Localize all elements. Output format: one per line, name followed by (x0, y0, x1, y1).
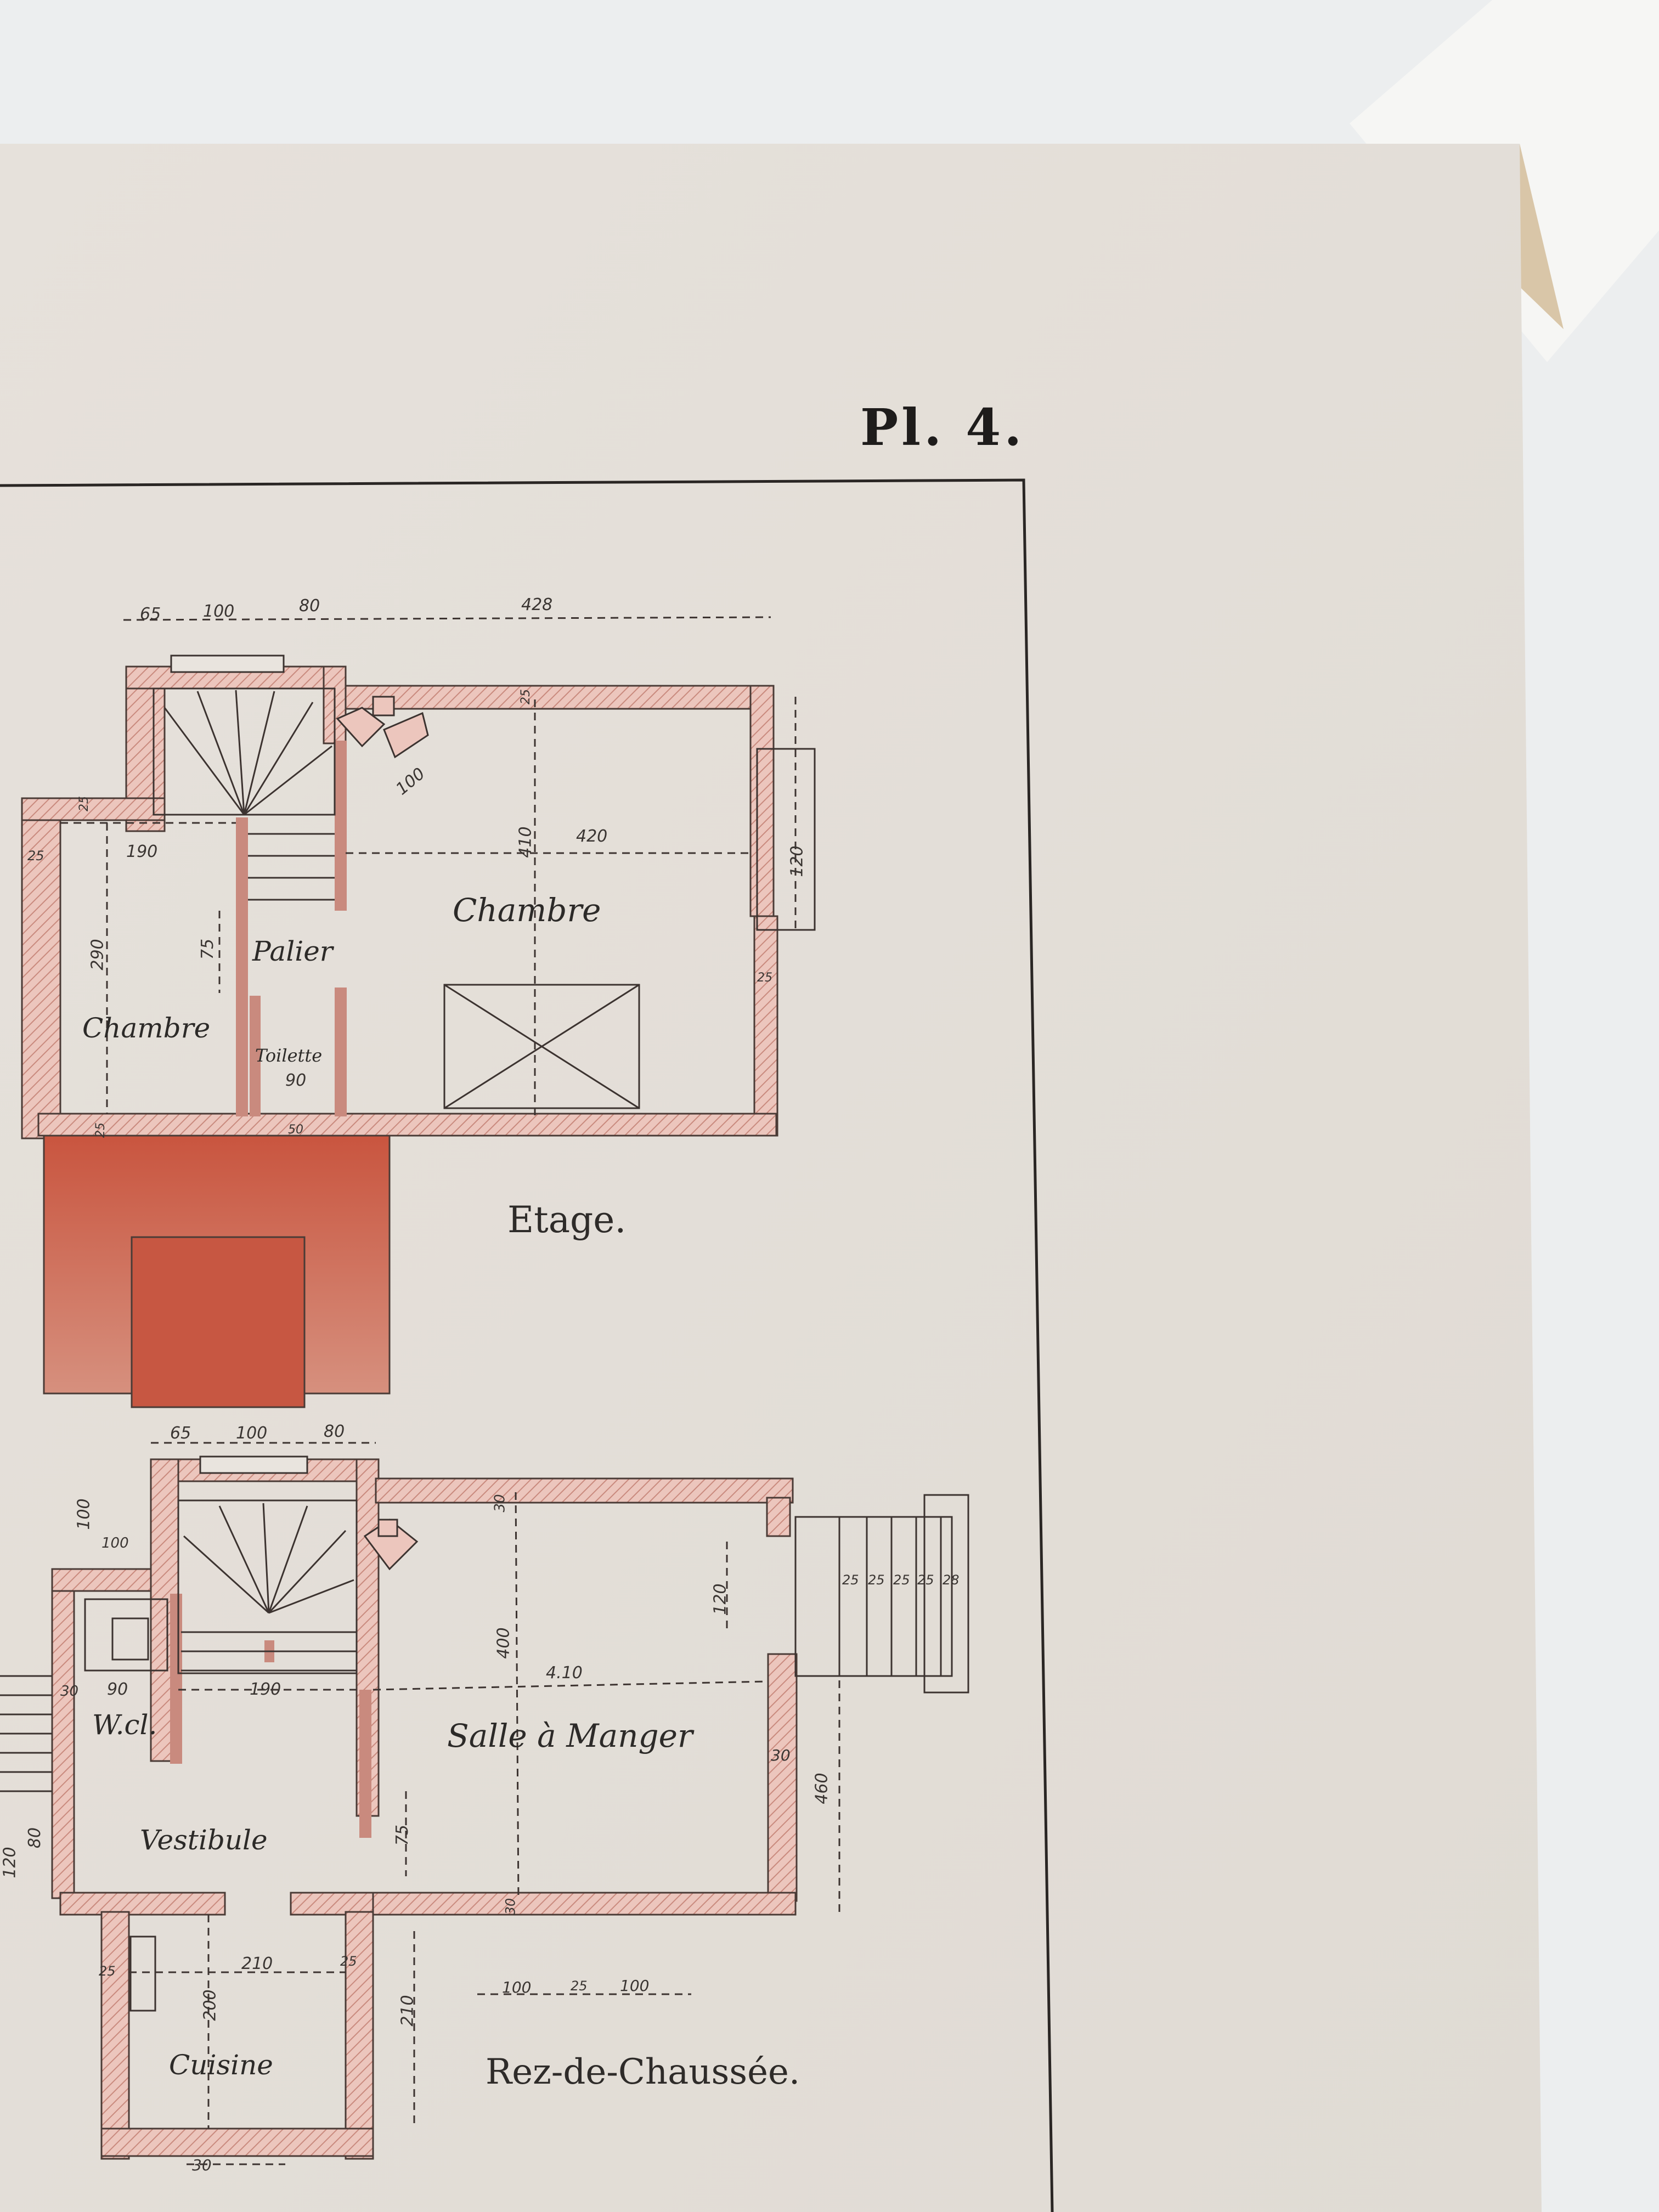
cuisine-stove (129, 1936, 156, 2012)
dim-label: 4.10 (546, 1663, 583, 1683)
plate-frame (0, 478, 1054, 2212)
dim-label: 120 (787, 845, 807, 877)
dim-label: 80 (324, 1422, 345, 1441)
upper-bay-window (756, 748, 816, 931)
dim-label: 410 (516, 826, 535, 858)
dim-label: 460 (812, 1773, 832, 1804)
dim-label: 210 (241, 1954, 273, 1973)
ground-fireplace (363, 1519, 419, 1571)
dim-label: 120 (0, 1847, 20, 1878)
dim-label: 290 (88, 939, 108, 970)
upper-top-window (170, 654, 285, 673)
dim-label: 50 (288, 1123, 303, 1137)
dim-label: 100 (236, 1424, 268, 1443)
left-steps (0, 1675, 52, 1792)
dim-label: 75 (393, 1824, 413, 1846)
dim-label: 400 (494, 1627, 514, 1659)
dim-label: 25 (868, 1572, 885, 1588)
dim-label: 420 (576, 827, 608, 846)
dim-label: 100 (101, 1535, 129, 1551)
dim-label: 25 (571, 1978, 588, 1994)
ground-floor-title: Rez-de-Chaussée. (486, 2052, 800, 2092)
dim-label: 30 (503, 1898, 518, 1915)
room-toilette: Toilette (255, 1045, 323, 1066)
dim-label: 190 (250, 1680, 281, 1699)
room-vestibule: Vestibule (140, 1824, 268, 1856)
dim-label: 100 (74, 1498, 94, 1530)
dim-label: 120 (710, 1583, 730, 1615)
dim-label: 200 (200, 1989, 220, 2021)
dim-label: 75 (198, 938, 218, 960)
dim-label: 190 (126, 842, 158, 861)
dim-label: 25 (917, 1572, 934, 1588)
dim-label: 100 (203, 602, 235, 621)
dim-label: 25 (99, 1963, 116, 1979)
upper-floor-title: Etage. (507, 1199, 627, 1241)
ground-floor-walls (51, 1458, 798, 2160)
dim-label: 65 (140, 605, 161, 624)
paper-sheet (0, 144, 1542, 2212)
room-wc: W.cl. (92, 1709, 157, 1741)
dim-label: 65 (170, 1424, 191, 1443)
ground-stair (177, 1499, 358, 1674)
ground-top-window (199, 1455, 308, 1474)
dim-label: 25 (77, 796, 91, 811)
room-chambre-small: Chambre (82, 1012, 211, 1044)
room-palier: Palier (252, 935, 333, 967)
dim-label: 30 (771, 1746, 791, 1764)
room-cuisine: Cuisine (169, 2049, 273, 2081)
plate-label: Pl. 4. (860, 398, 1025, 457)
dim-label: 30 (60, 1683, 79, 1700)
dim-label: 428 (521, 595, 553, 614)
room-chambre-main: Chambre (453, 891, 601, 929)
upper-stair (153, 687, 336, 901)
dim-label: 100 (502, 1978, 532, 1996)
dim-label: 90 (107, 1680, 128, 1699)
dim-label: 100 (620, 1977, 650, 1995)
dim-label: 80 (25, 1827, 45, 1849)
dim-label: 25 (757, 971, 772, 985)
wc-fixture (84, 1598, 168, 1672)
dim-label: 80 (299, 596, 320, 616)
dim-label: 30 (192, 2156, 212, 2174)
dim-label: 28 (943, 1572, 960, 1588)
dim-label: 25 (27, 848, 44, 864)
dim-label: 30 (492, 1494, 509, 1513)
dim-label: 25 (842, 1572, 859, 1588)
upper-wardrobe (443, 984, 640, 1109)
upper-fireplace (336, 696, 429, 759)
dim-label: 90 (285, 1071, 307, 1090)
dim-label: 25 (340, 1954, 357, 1969)
room-salle-a-manger: Salle à Manger (447, 1717, 693, 1754)
dim-label: 25 (519, 689, 533, 704)
ground-dim-lines (129, 1442, 840, 2165)
upper-dim-lines (60, 616, 797, 1119)
brick-terrace (43, 1135, 391, 1408)
entry-steps (794, 1494, 969, 1694)
dim-label: 25 (94, 1122, 108, 1138)
dim-label: 25 (893, 1572, 910, 1588)
dim-label: 210 (398, 1995, 417, 2027)
